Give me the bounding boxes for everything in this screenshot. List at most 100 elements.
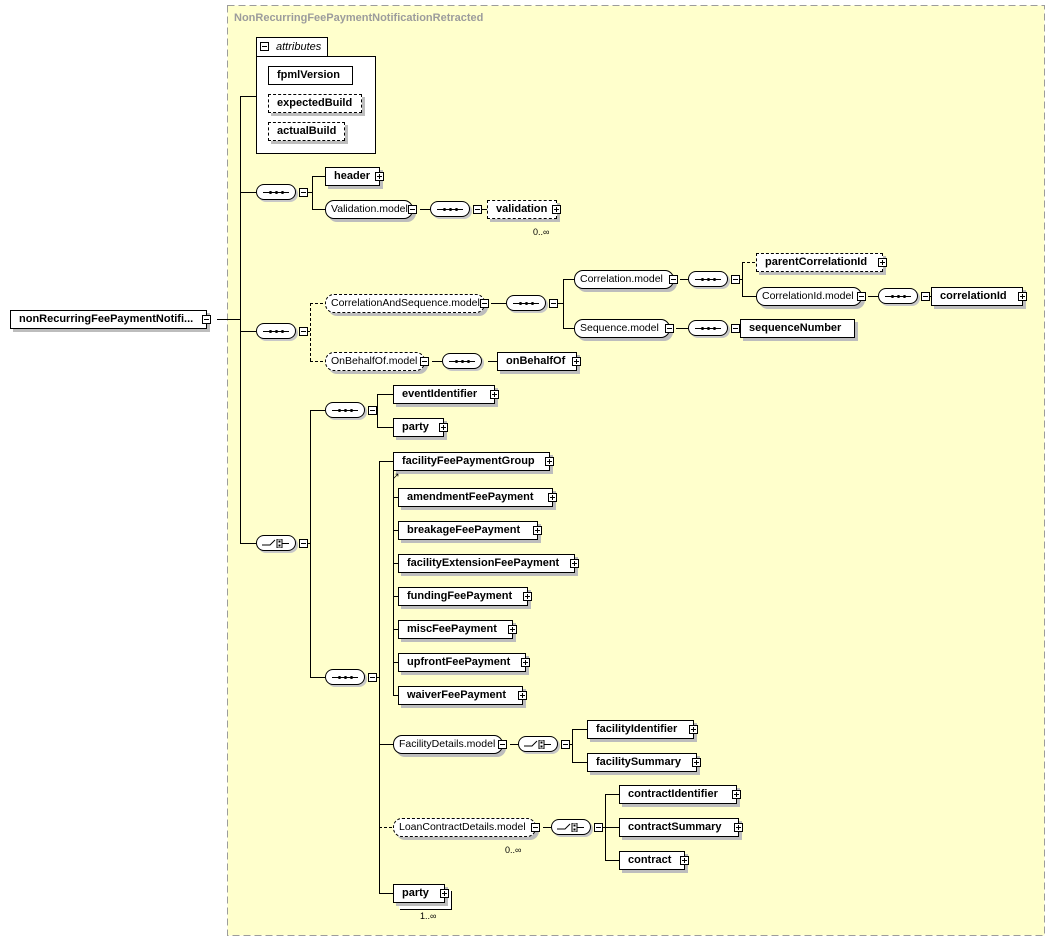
expand-party-2-icon[interactable] — [440, 889, 449, 898]
header-element[interactable]: header — [325, 167, 384, 186]
upfront-fee-payment-element[interactable]: upfrontFeePayment — [398, 653, 530, 672]
collapse-root-icon[interactable] — [202, 315, 211, 324]
collapse-choice-contract-icon[interactable] — [594, 823, 603, 832]
contract-identifier-element[interactable]: contractIdentifier — [619, 785, 741, 804]
collapse-loan-contract-details-model-icon[interactable] — [531, 823, 540, 832]
expand-on-behalf-of-icon[interactable] — [572, 357, 581, 366]
parent-correlation-id-label: parentCorrelationId — [765, 256, 868, 268]
collapse-sequence-sequence-icon[interactable] — [731, 324, 740, 333]
waiver-fee-payment-element[interactable]: waiverFeePayment — [398, 686, 527, 705]
on-behalf-of-element[interactable]: onBehalfOf — [497, 352, 581, 371]
expand-breakage-fee-payment-icon[interactable] — [533, 526, 542, 535]
on-behalf-of-model-group[interactable]: OnBehalfOf.model — [325, 352, 429, 371]
expand-facility-fee-payment-group-icon[interactable] — [545, 457, 554, 466]
funding-fee-payment-element[interactable]: fundingFeePayment — [398, 587, 532, 606]
root-element-label: nonRecurringFeePaymentNotifi... — [19, 313, 194, 325]
facility-fee-payment-group-label: facilityFeePaymentGroup — [402, 455, 535, 467]
collapse-sequence-correlation-icon[interactable] — [731, 275, 740, 284]
expand-contract-icon[interactable] — [680, 856, 689, 865]
expand-misc-fee-payment-icon[interactable] — [508, 625, 517, 634]
event-identifier-element[interactable]: eventIdentifier — [393, 385, 499, 404]
sequence-compositor-correlation-and-sequence — [506, 295, 558, 311]
expand-event-identifier-icon[interactable] — [490, 390, 499, 399]
upfront-fee-payment-label: upfrontFeePayment — [407, 656, 511, 668]
expand-correlation-id-icon[interactable] — [1018, 292, 1027, 301]
expand-upfront-fee-payment-icon[interactable] — [521, 658, 530, 667]
collapse-sequence-model-icon[interactable] — [665, 324, 674, 333]
collapse-correlation-id-model-icon[interactable] — [857, 292, 866, 301]
sequence-model-group[interactable]: Sequence.model — [574, 319, 674, 338]
collapse-correlation-model-icon[interactable] — [669, 275, 678, 284]
contract-summary-label: contractSummary — [628, 821, 722, 833]
collapse-sequence-payments-icon[interactable] — [368, 673, 377, 682]
funding-fee-payment-label: fundingFeePayment — [407, 590, 513, 602]
expand-facility-extension-fee-payment-icon[interactable] — [570, 559, 579, 568]
collapse-choice-1-icon[interactable] — [299, 539, 308, 548]
expand-parent-correlation-id-icon[interactable] — [878, 258, 887, 267]
parent-correlation-id-element[interactable]: parentCorrelationId — [756, 253, 887, 272]
expand-facility-identifier-icon[interactable] — [689, 725, 698, 734]
attribute-fpmlversion[interactable]: fpmlVersion — [268, 66, 353, 85]
collapse-sequence-validation-icon[interactable] — [473, 205, 482, 214]
expand-contract-identifier-icon[interactable] — [732, 790, 741, 799]
loan-contract-details-model-label: LoanContractDetails.model — [399, 821, 526, 833]
correlation-id-model-group[interactable]: CorrelationId.model — [756, 287, 866, 306]
collapse-sequence-cas-icon[interactable] — [549, 299, 558, 308]
expand-validation-icon[interactable] — [552, 205, 561, 214]
collapse-sequence-1-icon[interactable] — [299, 188, 308, 197]
expand-amendment-fee-payment-icon[interactable] — [548, 493, 557, 502]
facility-fee-payment-group-element[interactable]: facilityFeePaymentGroup — [393, 452, 554, 471]
expand-facility-summary-icon[interactable] — [692, 758, 701, 767]
correlation-and-sequence-model-label: CorrelationAndSequence.model — [331, 297, 480, 309]
facility-summary-element[interactable]: facilitySummary — [587, 753, 701, 772]
header-label: header — [334, 170, 371, 182]
facility-extension-fee-payment-element[interactable]: facilityExtensionFeePayment — [398, 554, 579, 573]
party-element-1[interactable]: party — [393, 418, 448, 437]
contract-element[interactable]: contract — [619, 851, 689, 870]
collapse-validation-model-icon[interactable] — [408, 205, 417, 214]
expand-contract-summary-icon[interactable] — [734, 823, 743, 832]
collapse-sequence-event-icon[interactable] — [368, 406, 377, 415]
attribute-expectedbuild[interactable]: expectedBuild — [268, 94, 362, 113]
facility-details-model-group[interactable]: FacilityDetails.model — [393, 735, 507, 754]
breakage-fee-payment-element[interactable]: breakageFeePayment — [398, 521, 542, 540]
amendment-fee-payment-element[interactable]: amendmentFeePayment — [398, 488, 557, 507]
expand-header-icon[interactable] — [375, 172, 384, 181]
party-label-1: party — [402, 421, 429, 433]
sequence-number-element[interactable]: sequenceNumber — [740, 319, 855, 338]
sequence-compositor-2 — [256, 323, 308, 339]
expand-party-1-icon[interactable] — [439, 423, 448, 432]
collapse-sequence-2-icon[interactable] — [299, 327, 308, 336]
expand-waiver-fee-payment-icon[interactable] — [518, 691, 527, 700]
party-2-cardinality: 1..∞ — [420, 911, 437, 921]
validation-label: validation — [496, 203, 548, 215]
contract-summary-element[interactable]: contractSummary — [619, 818, 743, 837]
validation-element[interactable]: validation — [487, 200, 561, 219]
party-label-2: party — [402, 887, 429, 899]
correlation-id-element[interactable]: correlationId — [931, 287, 1027, 306]
facility-identifier-element[interactable]: facilityIdentifier — [587, 720, 698, 739]
attribute-actualbuild[interactable]: actualBuild — [268, 122, 345, 141]
expand-funding-fee-payment-icon[interactable] — [523, 592, 532, 601]
collapse-facility-details-model-icon[interactable] — [498, 740, 507, 749]
collapse-attributes-icon[interactable] — [260, 42, 269, 51]
misc-fee-payment-element[interactable]: miscFeePayment — [398, 620, 517, 639]
collapse-correlation-and-sequence-icon[interactable] — [480, 299, 489, 308]
collapse-choice-facility-icon[interactable] — [561, 740, 570, 749]
loan-contract-details-model-group[interactable]: LoanContractDetails.model — [393, 818, 540, 837]
validation-model-group[interactable]: Validation.model — [325, 200, 417, 219]
sequence-compositor-correlation-id — [878, 288, 930, 304]
collapse-on-behalf-of-model-icon[interactable] — [420, 357, 429, 366]
facility-summary-label: facilitySummary — [596, 756, 681, 768]
validation-model-label: Validation.model — [331, 203, 408, 215]
correlation-model-group[interactable]: Correlation.model — [574, 270, 678, 289]
choice-compositor-facility — [518, 736, 570, 752]
party-element-2[interactable]: party — [393, 884, 449, 903]
root-element[interactable]: nonRecurringFeePaymentNotifi... — [10, 310, 211, 329]
collapse-sequence-correlation-id-icon[interactable] — [921, 292, 930, 301]
amendment-fee-payment-label: amendmentFeePayment — [407, 491, 534, 503]
correlation-id-model-label: CorrelationId.model — [762, 290, 854, 302]
correlation-and-sequence-model-group[interactable]: CorrelationAndSequence.model — [325, 294, 489, 313]
choice-compositor-1 — [256, 535, 308, 551]
